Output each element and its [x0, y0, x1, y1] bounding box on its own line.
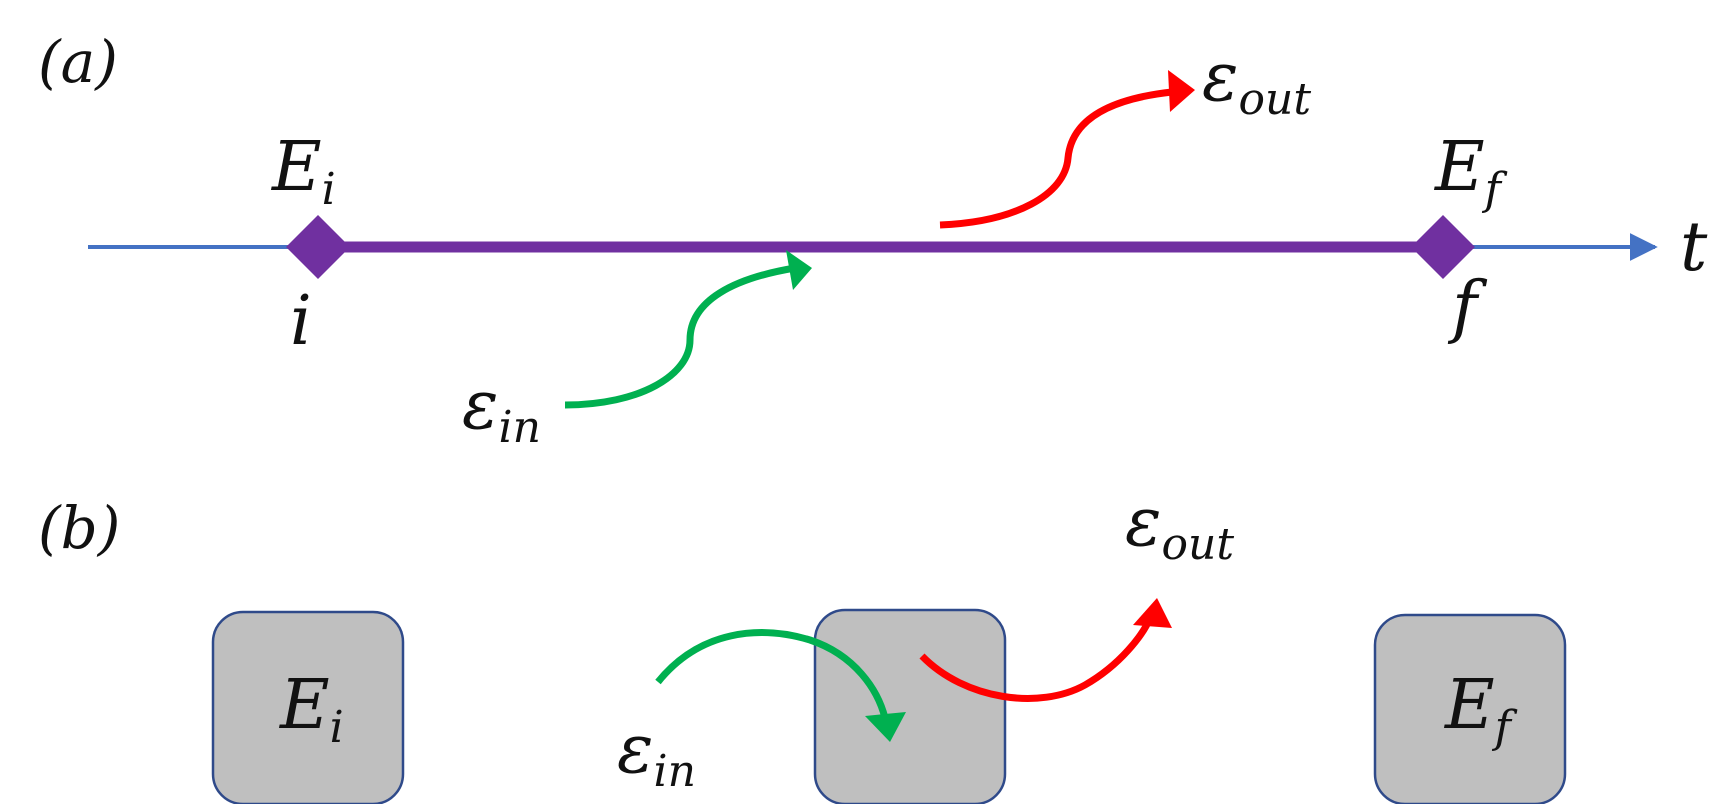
final-energy-subscript: f [1482, 164, 1508, 215]
initial-energy-label: Ei [270, 128, 336, 215]
initial-box-label: Ei [278, 666, 344, 753]
output-energy-symbol-b: ε [1125, 483, 1162, 562]
input-energy-subscript-a: in [499, 402, 541, 453]
time-axis-label: t [1680, 208, 1708, 287]
input-energy-label-b: εin [617, 710, 696, 797]
panel-b-label: (b) [38, 494, 120, 562]
intermediate-state-box [813, 608, 1007, 804]
input-energy-label-a: εin [462, 366, 541, 453]
initial-box-symbol: E [278, 666, 330, 745]
panel-a-label: (a) [38, 28, 118, 96]
final-state-box [1373, 613, 1567, 804]
initial-point-label: i [290, 282, 312, 361]
output-arrow-b [919, 616, 1154, 702]
output-energy-label-a: εout [1202, 38, 1311, 125]
final-point-label: f [1447, 268, 1488, 347]
final-box-symbol: E [1443, 666, 1495, 745]
output-arrow-a [939, 88, 1173, 229]
input-arrow-a [564, 264, 796, 409]
final-energy-label: Ef [1433, 128, 1508, 215]
output-energy-subscript-a: out [1239, 74, 1312, 125]
initial-point-marker [286, 215, 350, 279]
input-arrowhead-a [786, 250, 812, 290]
input-energy-symbol-b: ε [617, 710, 654, 789]
output-energy-subscript-b: out [1162, 519, 1235, 570]
input-energy-symbol-a: ε [462, 366, 499, 445]
final-point-marker [1411, 215, 1475, 279]
input-arrowhead-b [865, 712, 906, 742]
initial-energy-symbol: E [270, 128, 322, 207]
final-energy-symbol: E [1433, 128, 1485, 207]
initial-state-box [211, 610, 405, 804]
output-energy-label-b: εout [1125, 483, 1234, 570]
final-box-label: Ef [1443, 666, 1518, 753]
output-arrowhead-a [1168, 70, 1195, 112]
input-arrow-b [655, 629, 889, 719]
output-arrowhead-b [1133, 598, 1172, 628]
initial-energy-subscript: i [322, 164, 336, 215]
initial-box-subscript: i [330, 702, 344, 753]
input-energy-subscript-b: in [654, 746, 696, 797]
output-energy-symbol-a: ε [1202, 38, 1239, 117]
